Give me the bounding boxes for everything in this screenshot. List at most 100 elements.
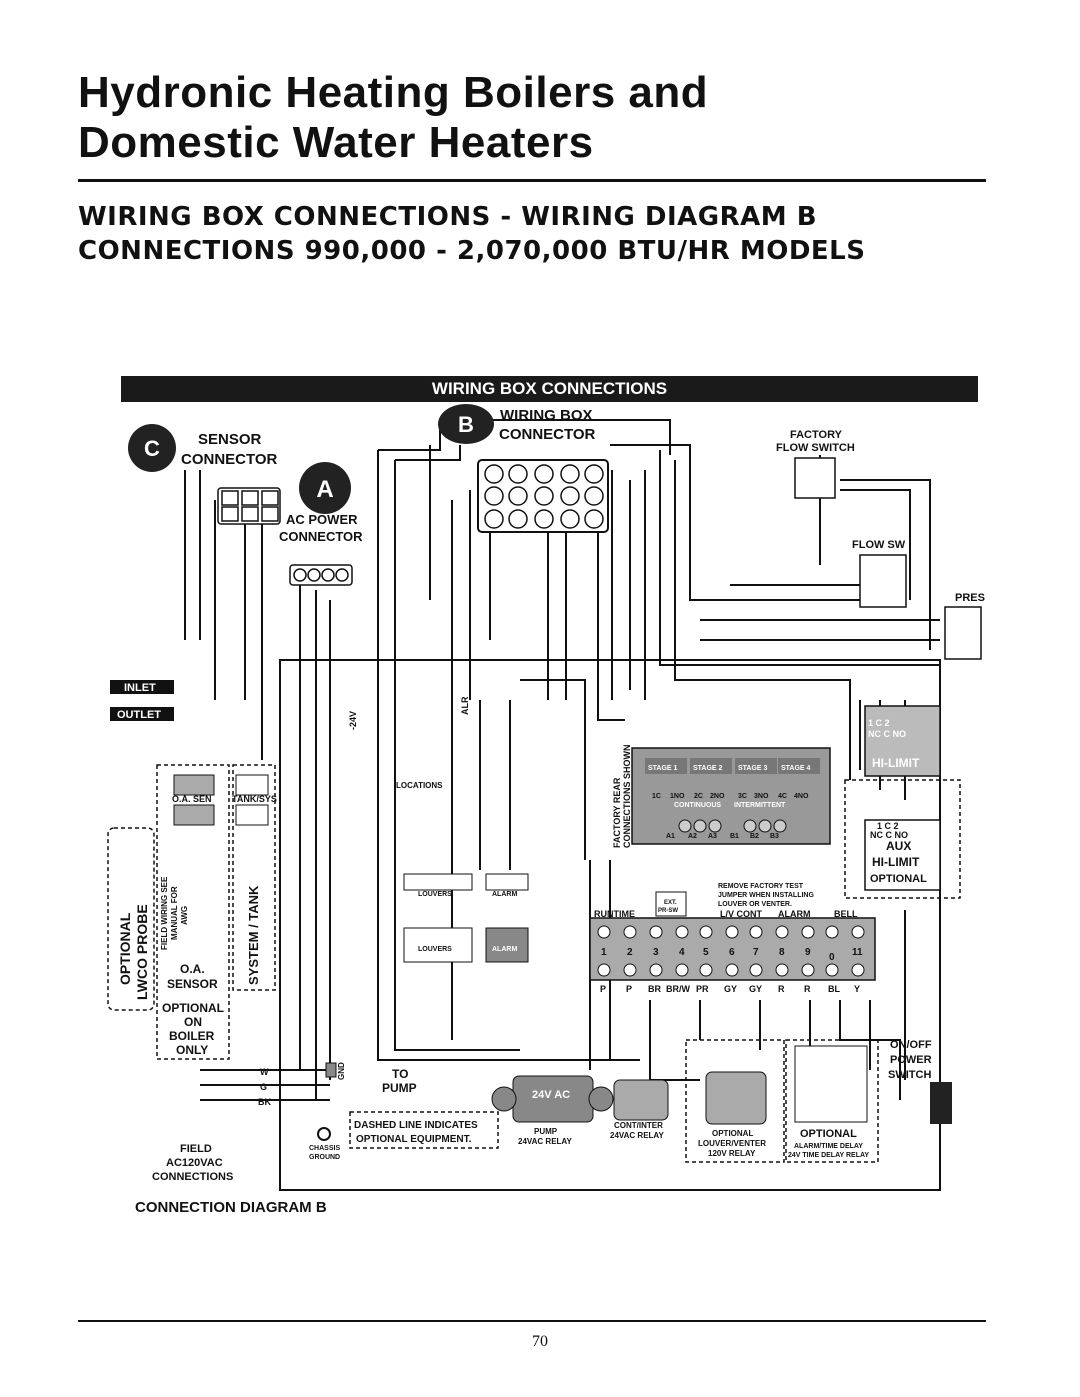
outlet-label: OUTLET xyxy=(117,709,161,721)
remove-jumper-1: REMOVE FACTORY TEST xyxy=(718,883,804,890)
terminal-wire-4: BR/W xyxy=(666,984,690,994)
connector-b-letter: B xyxy=(458,412,474,437)
terminal-num-9: 9 xyxy=(805,947,811,958)
ab-label-b1: B1 xyxy=(730,833,739,840)
optional-lv-3: 120V RELAY xyxy=(708,1149,756,1158)
aux-optional-label: OPTIONAL xyxy=(870,873,927,885)
optional-lv-1: OPTIONAL xyxy=(712,1129,753,1138)
terminal-wire-2: P xyxy=(626,984,632,994)
stage-contact-1c: 1C xyxy=(652,793,661,800)
subtitle-line-1: WIRING BOX CONNECTIONS - WIRING DIAGRAM … xyxy=(78,202,818,232)
stage-contact-2no: 2NO xyxy=(710,793,725,800)
alarm-label-2: ALARM xyxy=(492,946,517,953)
page-title: Hydronic Heating Boilers and Domestic Wa… xyxy=(78,68,708,168)
page-subtitle: WIRING BOX CONNECTIONS - WIRING DIAGRAM … xyxy=(78,200,865,268)
remove-jumper-2: JUMPER WHEN INSTALLING xyxy=(718,892,814,899)
connector-a-letter: A xyxy=(316,476,333,503)
cont-inter-1: CONT/INTER xyxy=(614,1121,663,1130)
cont-inter-2: 24VAC RELAY xyxy=(610,1131,664,1140)
terminal-wire-6: GY xyxy=(724,984,737,994)
bell-label: BELL xyxy=(834,909,858,919)
connector-c-label-1: SENSOR xyxy=(198,431,262,448)
optional-delay-3: 24V TIME DELAY RELAY xyxy=(788,1152,869,1159)
wiring-box-bar: WIRING BOX CONNECTIONS xyxy=(121,376,978,402)
terminal-wire-7: GY xyxy=(749,984,762,994)
terminal-wire-5: PR xyxy=(696,984,709,994)
flow-switch-blocks xyxy=(794,457,982,660)
factory-rear-2: CONNECTIONS SHOWN xyxy=(622,745,632,849)
terminal-num-4: 4 xyxy=(679,947,685,958)
terminal-wire-1: P xyxy=(600,984,606,994)
stage-contact-1no: 1NO xyxy=(670,793,685,800)
optional-lwco-1: OPTIONAL xyxy=(117,912,133,985)
connector-b-pins xyxy=(477,459,609,533)
pump-relay-2: 24VAC RELAY xyxy=(518,1137,572,1146)
optional-on-boiler-2: ON xyxy=(184,1015,202,1029)
aux-contacts-top: 1 C 2 xyxy=(877,821,899,831)
stage-contact-4c: 4C xyxy=(778,793,787,800)
sensor-pin-blocks xyxy=(173,774,529,963)
ext-pr-sw-2: PR-SW xyxy=(658,908,678,914)
tank-sys-label: TANK/SYS xyxy=(232,794,277,804)
ab-label-a1: A1 xyxy=(666,833,675,840)
stage-board xyxy=(631,747,831,845)
stage-label-3: STAGE 3 xyxy=(738,765,768,772)
connector-c-label-2: CONNECTOR xyxy=(181,451,278,468)
terminal-num-7: 7 xyxy=(753,947,759,958)
ext-pr-sw-1: EXT. xyxy=(664,900,677,906)
terminal-wire-11: Y xyxy=(854,984,860,994)
terminal-strip xyxy=(589,891,876,981)
ab-label-b3: B3 xyxy=(770,833,779,840)
flow-sw-label: FLOW SW xyxy=(852,539,906,551)
aux-hi-limit-label: HI-LIMIT xyxy=(872,855,920,869)
stage-label-2: STAGE 2 xyxy=(693,765,723,772)
field-2: AC120VAC xyxy=(166,1157,223,1169)
subtitle-line-2: CONNECTIONS 990,000 - 2,070,000 BTU/HR M… xyxy=(78,236,866,266)
continuous-label: CONTINUOUS xyxy=(674,802,721,809)
connector-a-pins xyxy=(289,564,353,586)
wire-bk-label: BK xyxy=(258,1097,271,1107)
title-line-1: Hydronic Heating Boilers and xyxy=(78,68,709,117)
v24-ac-label: 24V AC xyxy=(532,1089,570,1101)
onoff-3: SWITCH xyxy=(888,1069,931,1081)
onoff-2: POWER xyxy=(890,1054,932,1066)
factory-flow-switch-1: FACTORY xyxy=(790,429,843,441)
pump-relay-1: PUMP xyxy=(534,1127,558,1136)
factory-rear-1: FACTORY REAR xyxy=(612,777,622,848)
optional-delay-1: OPTIONAL xyxy=(800,1128,857,1140)
chassis-ground-2: GROUND xyxy=(309,1154,340,1161)
ab-label-b2: B2 xyxy=(750,833,759,840)
terminal-wire-10: BL xyxy=(828,984,840,994)
terminal-wire-8: R xyxy=(778,984,785,994)
lv-cont-label: L/V CONT xyxy=(720,909,763,919)
page-number: 70 xyxy=(532,1333,548,1350)
ab-label-a2: A2 xyxy=(688,833,697,840)
alarm-label-1: ALARM xyxy=(492,891,517,898)
v24-label: -24V xyxy=(348,711,358,730)
gnd-label: GND xyxy=(337,1062,346,1080)
terminal-num-3: 3 xyxy=(653,947,659,958)
connector-b-label-2: CONNECTOR xyxy=(499,426,596,443)
optional-lv-2: LOUVER/VENTER xyxy=(698,1139,766,1148)
aux-label: AUX xyxy=(886,839,911,853)
connector-b-label-1: WIRING BOX xyxy=(500,407,593,424)
terminal-num-8: 8 xyxy=(779,947,785,958)
connection-diagram-label: CONNECTION DIAGRAM B xyxy=(135,1199,327,1216)
optional-dashed-boxes xyxy=(107,764,879,1163)
louvers-label-2: LOUVERS xyxy=(418,946,452,953)
terminal-wire-3: BR xyxy=(648,984,661,994)
chassis-ground-1: CHASSIS xyxy=(309,1145,340,1152)
terminal-num-1: 1 xyxy=(601,947,607,958)
aux-contacts-bottom: NC C NO xyxy=(870,830,908,840)
inlet-label: INLET xyxy=(124,682,156,694)
connector-letter-circles xyxy=(128,404,494,514)
terminal-wire-9: R xyxy=(804,984,811,994)
diagram-labels: C B A WIRING BOX CONNECTOR SENSOR CONNEC… xyxy=(110,407,985,1216)
dashed-note-1: DASHED LINE INDICATES xyxy=(354,1120,478,1131)
optional-on-boiler-4: ONLY xyxy=(176,1043,208,1057)
optional-delay-2: ALARM/TIME DELAY xyxy=(794,1143,863,1150)
title-rule xyxy=(78,179,986,182)
pres-label: PRES xyxy=(955,592,985,604)
field-1: FIELD xyxy=(180,1143,212,1155)
